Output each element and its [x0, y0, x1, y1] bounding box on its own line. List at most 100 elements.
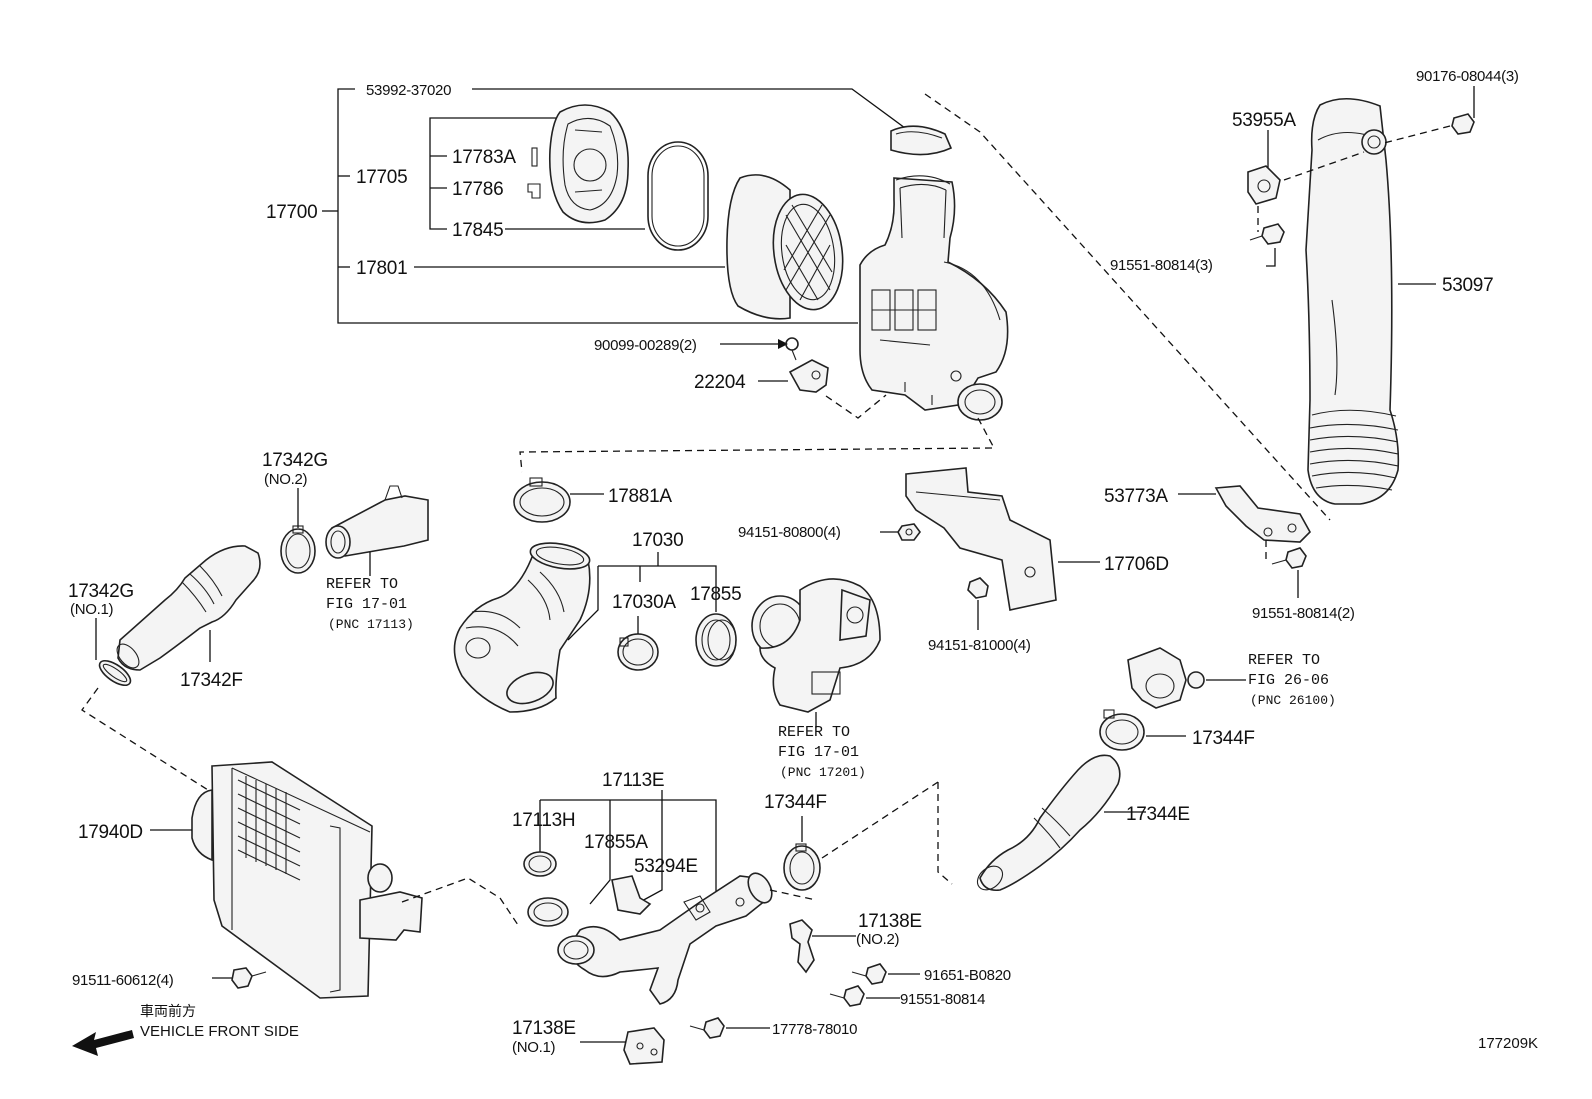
vehicle-front-arrow-icon: [72, 1030, 134, 1056]
bracket-lines-17113e: [539, 790, 717, 905]
ref-17201-line2: FIG 17-01: [778, 744, 859, 761]
intercooler-17940d: [150, 761, 423, 999]
label-17344f-right: 17344F: [1192, 728, 1255, 749]
label-17801: 17801: [356, 258, 407, 279]
nut-94151-80800: [880, 523, 921, 541]
ref-17201-line1: REFER TO: [778, 724, 850, 741]
air-filter-element-17801: [726, 174, 844, 320]
clip-53955a: [1247, 130, 1365, 232]
thermostat-housing-ref: [1127, 647, 1246, 709]
label-17138e-no1-sub: (NO.1): [512, 1039, 556, 1056]
label-53773a: 53773A: [1104, 486, 1168, 507]
label-17113h: 17113H: [512, 810, 575, 831]
clamp-17030a: [617, 616, 659, 671]
figure-id: 177209K: [1478, 1035, 1538, 1052]
air-cleaner-bracket-lines: [322, 88, 906, 324]
bolt-91551-x2: [1271, 547, 1307, 598]
label-17342f: 17342F: [180, 670, 243, 691]
nut-94151-81000: [967, 577, 989, 630]
label-17030: 17030: [632, 530, 683, 551]
label-17855a: 17855A: [584, 832, 648, 853]
hose-17030: [453, 542, 591, 713]
label-17138e-no1: 17138E: [512, 1018, 576, 1039]
bracket-53773a: [1178, 485, 1311, 562]
label-17705: 17705: [356, 167, 407, 188]
bolt-91551-single: [829, 985, 900, 1007]
label-17706d: 17706D: [1104, 554, 1169, 575]
label-94151-81000: 94151-81000(4): [928, 637, 1031, 654]
inlet-duct-53992: [890, 125, 953, 156]
ref-26100-line1: REFER TO: [1248, 652, 1320, 669]
clamp-17855a: [527, 897, 569, 927]
reference-notes: REFER TO FIG 17-01 (PNC 17113) REFER TO …: [326, 576, 1336, 780]
gasket-17845: [647, 141, 709, 251]
bolt-90099: [720, 337, 799, 361]
clamp-17881a: [513, 477, 604, 523]
gasket-17855: [695, 613, 737, 667]
bracket-17138e-no2: [789, 919, 856, 974]
label-17344f-mid: 17344F: [764, 792, 827, 813]
label-17113e: 17113E: [602, 770, 664, 791]
bolt-17778: [689, 1017, 770, 1039]
ref-17201-line3: (PNC 17201): [780, 765, 866, 780]
bracket-lines-17030: [567, 552, 717, 641]
intercooler-pipe-17113e: [557, 872, 773, 1005]
label-17030a: 17030A: [612, 592, 676, 613]
bolt-90176: [1379, 86, 1475, 145]
label-17344e: 17344E: [1126, 804, 1190, 825]
label-17138e-no2: 17138E: [858, 911, 922, 932]
turbocharger-ref: [751, 578, 881, 728]
hose-17342f: [116, 545, 261, 671]
air-cleaner-case: [859, 175, 1009, 421]
bolt-91551-x3: [1249, 223, 1285, 267]
turbo-inlet-pipe-ref: [325, 485, 429, 576]
clamp-17344f-right: [1099, 709, 1186, 751]
clamp-17113h: [523, 851, 557, 877]
clamp-17342g-no2: [280, 488, 316, 574]
label-91551-x3: 91551-80814(3): [1110, 257, 1213, 274]
bolt-91511: [212, 967, 267, 989]
label-94151-80800: 94151-80800(4): [738, 524, 841, 541]
label-53097: 53097: [1442, 275, 1493, 296]
ref-17113-line3: (PNC 17113): [328, 617, 414, 632]
label-17783a: 17783A: [452, 147, 516, 168]
ref-26100-line2: FIG 26-06: [1248, 672, 1329, 689]
label-91551-x2: 91551-80814(2): [1252, 605, 1355, 622]
ref-17113-line1: REFER TO: [326, 576, 398, 593]
label-91511: 91511-60612(4): [72, 972, 174, 989]
clip-17783a: [531, 147, 538, 167]
ref-17113-line2: FIG 17-01: [326, 596, 407, 613]
inlet-duct-53097: [1305, 97, 1436, 505]
label-17138e-no2-sub: (NO.2): [856, 931, 900, 948]
clamp-17344f-mid: [783, 781, 939, 891]
label-17342g-no2: 17342G: [262, 450, 328, 471]
label-17342g-no1-sub: (NO.1): [70, 601, 114, 618]
bracket-53294e: [611, 875, 652, 915]
clamp-17342g-no1: [95, 618, 132, 687]
clip-17786: [527, 183, 541, 199]
air-cleaner-cap-17705: [548, 104, 629, 224]
label-91551-single: 91551-80814: [900, 991, 985, 1008]
label-53955a: 53955A: [1232, 110, 1296, 131]
label-17881a: 17881A: [608, 486, 672, 507]
label-90099: 90099-00289(2): [594, 337, 697, 354]
vehicle-front-label-jp: 車両前方: [140, 1003, 196, 1019]
vehicle-front-label-en: VEHICLE FRONT SIDE: [140, 1023, 299, 1040]
bolt-91651: [851, 963, 920, 985]
hose-17344e: [976, 754, 1146, 892]
label-17342g-no1: 17342G: [68, 581, 134, 602]
label-17940d: 17940D: [78, 822, 143, 843]
label-22204: 22204: [694, 372, 746, 393]
label-90176: 90176-08044(3): [1416, 68, 1519, 85]
label-91651: 91651-B0820: [924, 967, 1011, 984]
label-17845: 17845: [452, 220, 503, 241]
ref-26100-line3: (PNC 26100): [1250, 693, 1336, 708]
airflow-meter-22204: [758, 359, 829, 393]
label-17778: 17778-78010: [772, 1021, 857, 1038]
bracket-17138e-no1: [580, 1027, 665, 1065]
label-53992: 53992-37020: [366, 82, 451, 99]
label-17786: 17786: [452, 179, 503, 200]
bracket-17706d: [905, 467, 1100, 611]
label-17855: 17855: [690, 584, 741, 605]
